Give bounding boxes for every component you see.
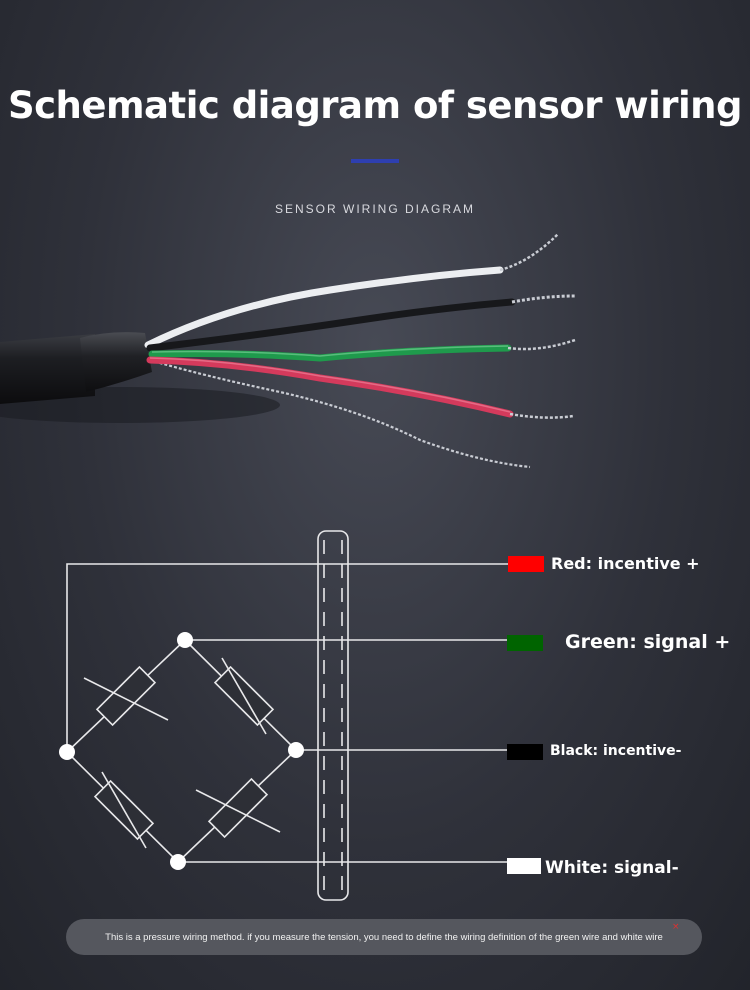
- node-top: [177, 632, 193, 648]
- red-wire-label: Red: incentive +: [551, 554, 700, 573]
- black-wire-swatch: [507, 744, 543, 760]
- node-bottom: [170, 854, 186, 870]
- white-wire: [144, 266, 504, 349]
- black-wire-strand: [511, 294, 576, 304]
- white-wire-swatch: [507, 858, 541, 874]
- resistor-top-right: [213, 657, 275, 735]
- node-left: [59, 744, 75, 760]
- green-wire-strand: [507, 338, 576, 351]
- bridge-nodes: [59, 632, 304, 870]
- red-wire-highlight: [149, 357, 511, 413]
- black-wire-label: Black: incentive-: [550, 743, 682, 759]
- green-wire-swatch: [507, 635, 543, 651]
- shield-braid-wire: [149, 358, 531, 469]
- note-text: This is a pressure wiring method. if you…: [105, 931, 663, 943]
- resistor-bottom-right: [195, 777, 281, 839]
- page-title: Schematic diagram of sensor wiring: [7, 84, 743, 127]
- node-right: [288, 742, 304, 758]
- green-wire: [148, 344, 512, 362]
- red-wire-swatch: [508, 556, 544, 572]
- white-wire-strand: [499, 233, 559, 272]
- red-wire-strand: [509, 412, 575, 419]
- shield-outline: [317, 530, 349, 901]
- resistor-top-left: [83, 665, 169, 727]
- red-wire: [146, 356, 514, 418]
- cable-jacket: [0, 334, 95, 404]
- page-subtitle: SENSOR WIRING DIAGRAM: [274, 202, 475, 216]
- green-wire-highlight: [151, 345, 509, 357]
- black-wire: [146, 298, 516, 352]
- white-wire-label: White: signal-: [545, 858, 679, 878]
- close-icon: ×: [672, 922, 680, 932]
- note-banner: This is a pressure wiring method. if you…: [66, 919, 702, 955]
- resistor-bottom-left: [93, 771, 155, 849]
- title-accent-bar: [351, 159, 399, 163]
- green-wire-label: Green: signal +: [565, 631, 731, 653]
- red-line: [66, 563, 508, 752]
- cable-sleeve: [80, 332, 152, 392]
